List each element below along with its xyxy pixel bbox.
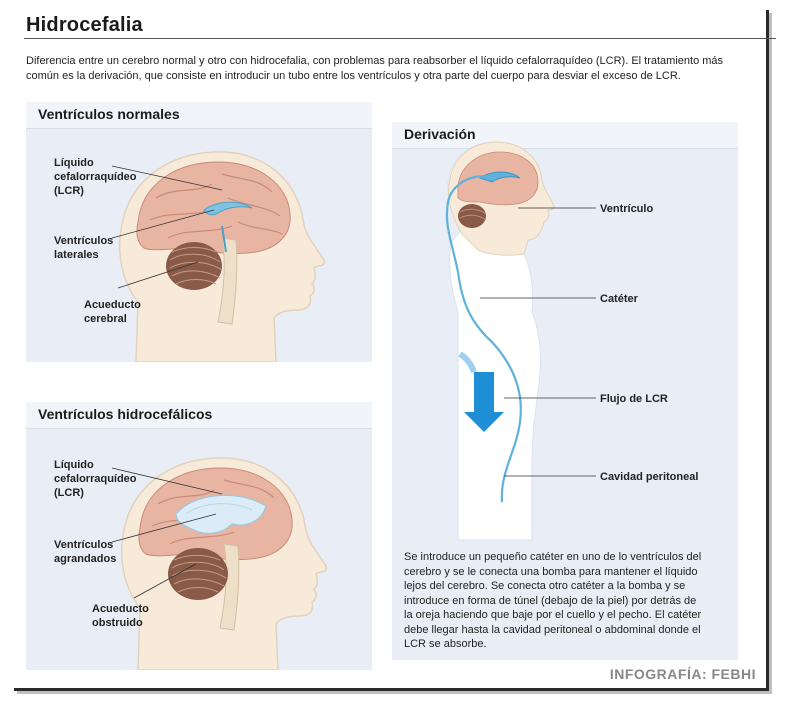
panel-title-hydro: Ventrículos hidrocefálicos <box>38 406 213 422</box>
panel-header: Ventrículos hidrocefálicos <box>26 402 372 429</box>
panel-header: Derivación <box>392 122 738 149</box>
page-title: Hidrocefalia <box>26 14 143 36</box>
panel-header: Ventrículos normales <box>26 102 372 129</box>
panel-title-normal: Ventrículos normales <box>38 106 180 122</box>
label-enlarged-ventricles: Ventrículos agrandados <box>54 539 117 565</box>
credit: INFOGRAFÍA: FEBHI <box>609 666 756 682</box>
panel-title-shunt: Derivación <box>404 126 476 142</box>
hydro-brain-illustration <box>111 457 328 670</box>
label-peritoneal-cavity: Cavidad peritoneal <box>600 471 699 483</box>
label-obstructed-aqueduct: Acueducto obstruido <box>92 603 149 629</box>
normal-brain-illustration <box>111 151 326 362</box>
label-csf: Líquido cefalorraquídeo (LCR) <box>54 459 137 499</box>
label-catheter: Catéter <box>600 293 638 305</box>
panel-shunt: Derivación Ventrículo Catéter <box>392 122 738 660</box>
panel-hydrocephalic-ventricles: Ventrículos hidrocefálicos Líquido cefal… <box>26 402 372 670</box>
label-lateral-ventricles: Ventrículos laterales <box>54 235 114 261</box>
label-csf: Líquido cefalorraquídeo (LCR) <box>54 157 137 197</box>
label-csf-flow: Flujo de LCR <box>600 393 668 405</box>
label-cerebral-aqueduct: Acueducto cerebral <box>84 299 141 325</box>
infographic-frame: Hidrocefalia Diferencia entre un cerebro… <box>14 10 776 691</box>
panel-normal-ventricles: Ventrículos normales Líquido cefalorraqu… <box>26 102 372 362</box>
shunt-body-illustration <box>445 141 596 541</box>
title-divider <box>24 38 776 39</box>
intro-text: Diferencia entre un cerebro normal y otr… <box>26 55 724 82</box>
shunt-description: Se introduce un pequeño catéter en uno d… <box>404 551 702 650</box>
label-ventricle: Ventrículo <box>600 203 654 215</box>
